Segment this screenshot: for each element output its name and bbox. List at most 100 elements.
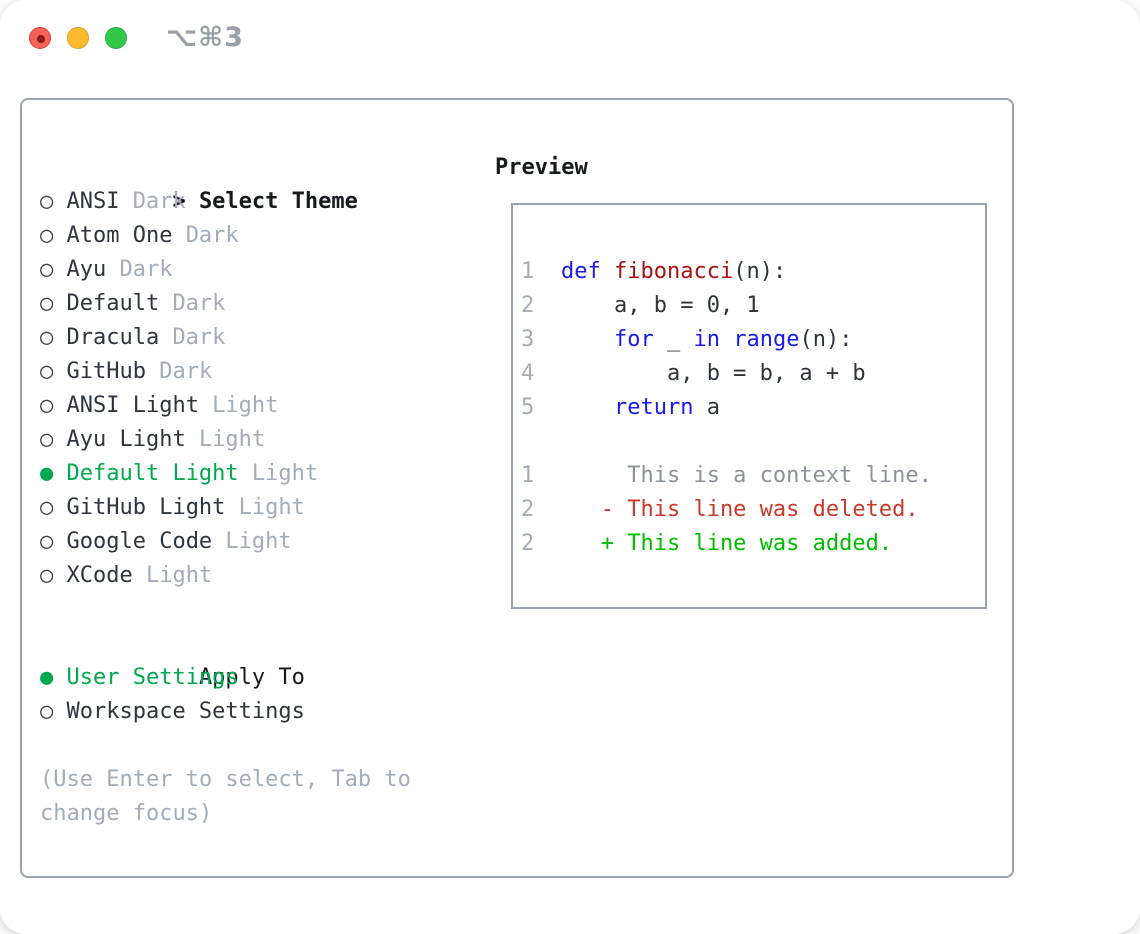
line-number: 2 [521, 531, 535, 556]
code-token: a, b = b, a + b [561, 361, 866, 386]
theme-option-dracula[interactable]: ○ Dracula Dark [40, 321, 411, 355]
code-token: return [613, 395, 694, 420]
spacer-row [40, 729, 411, 763]
apply-option-workspace-settings[interactable]: ○ Workspace Settings [40, 695, 411, 729]
code-line-content: def fibonacci(n): [561, 255, 786, 289]
code-line: 5 return a [513, 391, 985, 425]
radio-unselected-icon: ○ [40, 495, 54, 520]
spacer-row [40, 593, 411, 627]
radio-unselected-icon: ○ [40, 189, 54, 214]
theme-variant-tag: Light [212, 393, 279, 418]
radio-unselected-icon: ○ [40, 223, 54, 248]
radio-selected-icon: ● [40, 665, 54, 690]
select-theme-header-label: Select Theme [198, 189, 358, 214]
apply-option-user-settings[interactable]: ● User Settings [40, 661, 411, 695]
code-token: fibonacci [614, 259, 734, 284]
diff-token: + This line was added. [561, 531, 893, 556]
code-line-content: for _ in range(n): [561, 323, 852, 357]
theme-variant-tag: Dark [172, 325, 226, 350]
line-number: 2 [521, 497, 535, 522]
help-text-line-1: (Use Enter to select, Tab to [40, 767, 411, 792]
line-number: 1 [521, 259, 535, 284]
minimize-button[interactable] [67, 27, 89, 49]
line-number: 2 [521, 293, 535, 318]
code-token: range [733, 327, 800, 352]
diff-token: This is a context line. [561, 463, 932, 488]
line-number: 4 [521, 361, 535, 386]
radio-unselected-icon: ○ [40, 359, 54, 384]
code-line-content: a, b = 0, 1 [561, 289, 760, 323]
line-number: 5 [521, 395, 535, 420]
theme-name: Atom One [66, 223, 173, 248]
code-line: 4 a, b = b, a + b [513, 357, 985, 391]
line-number: 1 [521, 463, 535, 488]
help-text-line-2: change focus) [40, 801, 213, 826]
code-token: a, b = 0, 1 [561, 293, 760, 318]
window-title-shortcut: ⌥⌘3 [166, 22, 244, 53]
diff-preview: 1 This is a context line.2 - This line w… [513, 459, 985, 561]
preview-header: Preview [495, 155, 588, 180]
theme-variant-tag: Dark [119, 257, 173, 282]
theme-variant-tag: Light [251, 461, 319, 486]
theme-option-atom-one[interactable]: ○ Atom One Dark [40, 219, 411, 253]
theme-name: Ayu [66, 257, 107, 282]
diff-line: 1 This is a context line. [513, 459, 985, 493]
diff-line-content: This is a context line. [561, 459, 932, 493]
radio-unselected-icon: ○ [40, 393, 54, 418]
code-line: 2 a, b = 0, 1 [513, 289, 985, 323]
theme-option-ayu[interactable]: ○ Ayu Dark [40, 253, 411, 287]
theme-variant-tag: Light [225, 529, 292, 554]
code-token: def [561, 259, 601, 284]
line-number: 3 [521, 327, 535, 352]
theme-name: Dracula [66, 325, 160, 350]
zoom-button[interactable] [105, 27, 127, 49]
radio-unselected-icon: ○ [40, 699, 54, 724]
code-token: for [613, 327, 654, 352]
radio-unselected-icon: ○ [40, 325, 54, 350]
code-line-content: return a [561, 391, 720, 425]
theme-variant-tag: Dark [159, 359, 213, 384]
theme-name: ANSI [66, 189, 120, 214]
apply-to-header: Apply To [40, 627, 411, 690]
code-token: _ [653, 327, 694, 352]
close-button[interactable] [29, 27, 51, 49]
code-line: 3 for _ in range(n): [513, 323, 985, 357]
diff-line-content: + This line was added. [561, 527, 892, 561]
diff-line: 2 + This line was added. [513, 527, 985, 561]
theme-variant-tag: Light [198, 427, 266, 452]
radio-unselected-icon: ○ [40, 291, 54, 316]
theme-name: Google Code [66, 529, 213, 554]
theme-variant-tag: Dark [172, 291, 226, 316]
select-theme-header: >Select Theme [40, 151, 411, 214]
code-line: 1 def fibonacci(n): [513, 255, 985, 289]
apply-to-header-label: Apply To [198, 665, 305, 690]
radio-unselected-icon: ○ [40, 257, 54, 282]
code-token: a [693, 395, 720, 420]
radio-unselected-icon: ○ [40, 563, 54, 588]
code-token: in [693, 327, 720, 352]
apply-option-label: User Settings [66, 665, 239, 690]
window-titlebar: ⌥⌘3 [0, 0, 1140, 76]
code-line-content: a, b = b, a + b [561, 357, 866, 391]
code-token: (n): [799, 327, 853, 352]
theme-variant-tag: Dark [185, 223, 239, 248]
apply-option-label: Workspace Settings [66, 699, 305, 724]
code-token: (n): [733, 259, 787, 284]
code-token [720, 327, 733, 352]
code-token [601, 259, 614, 284]
